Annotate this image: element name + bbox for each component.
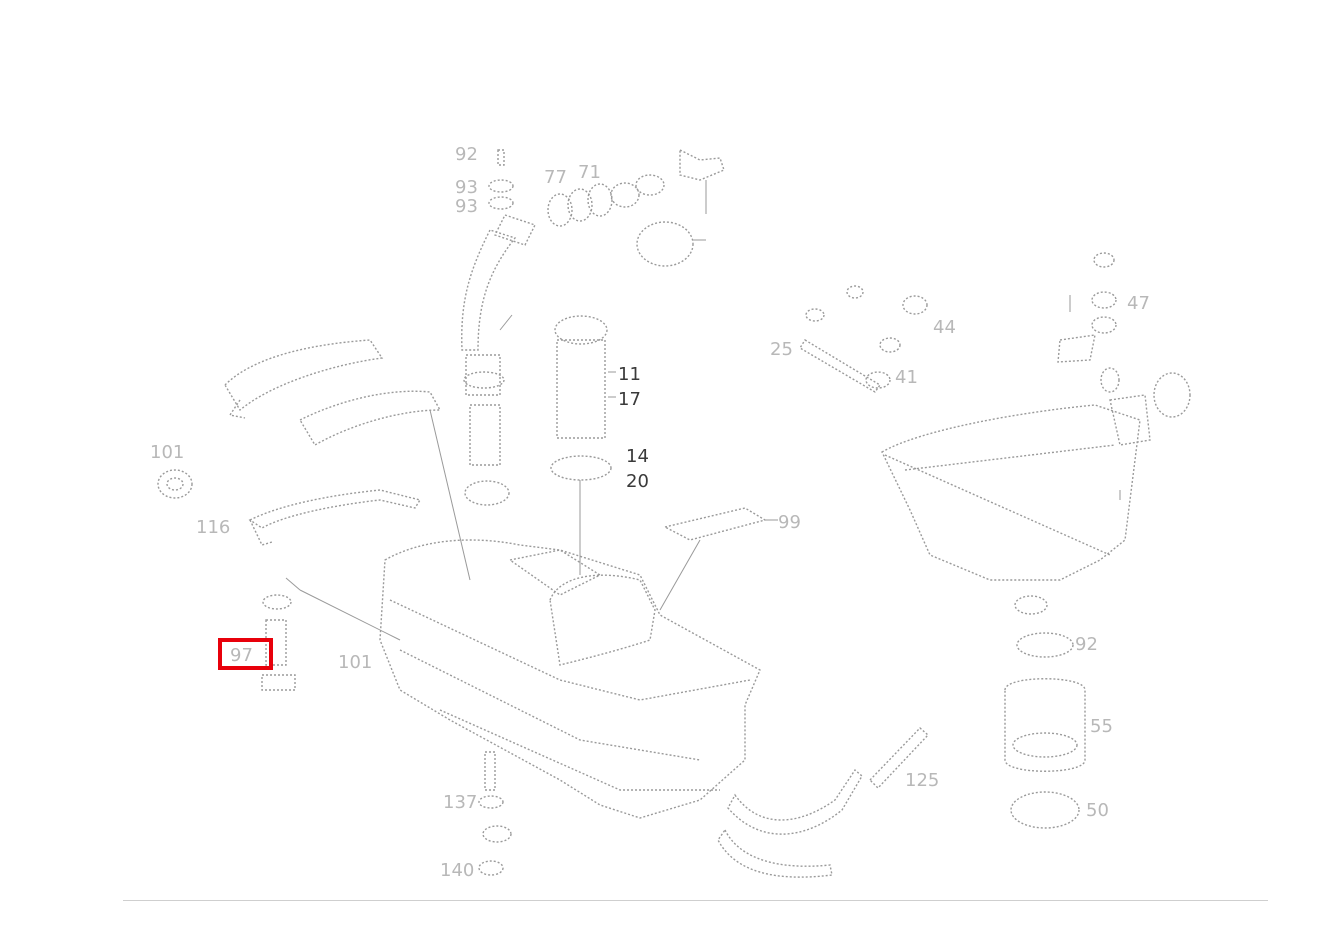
label-14: 14 (626, 446, 649, 467)
highlighted-callout[interactable]: 97 (218, 638, 273, 670)
cover-plate-99[interactable] (659, 507, 778, 611)
label-116: 116 (196, 517, 230, 538)
filler-cap[interactable] (636, 148, 725, 267)
fuel-tank[interactable] (285, 539, 761, 819)
fuel-pump-assembly[interactable] (550, 315, 616, 575)
label-93-second: 93 (455, 196, 478, 217)
label-17: 17 (618, 389, 641, 410)
heat-shields[interactable] (224, 339, 471, 581)
label-47: 47 (1127, 293, 1150, 314)
right-hardware-47[interactable] (1057, 252, 1191, 418)
secondary-tank[interactable] (881, 394, 1151, 581)
label-101-tank: 101 (338, 652, 372, 673)
grommet-101[interactable] (157, 469, 193, 499)
tank-strap-116[interactable] (248, 489, 422, 546)
label-97-highlighted: 97 (230, 645, 253, 666)
bolt-stack-left[interactable] (261, 594, 296, 691)
label-11: 11 (618, 364, 641, 385)
label-125: 125 (905, 770, 939, 791)
label-50: 50 (1086, 800, 1109, 821)
label-25: 25 (770, 339, 793, 360)
label-93-top: 93 (455, 177, 478, 198)
part-labels: 92 93 93 77 71 11 17 14 20 101 116 101 9… (150, 144, 1150, 881)
label-55: 55 (1090, 716, 1113, 737)
hardware-cluster[interactable] (799, 285, 928, 393)
label-20: 20 (626, 471, 649, 492)
filler-neck-hose[interactable] (461, 149, 536, 351)
label-92-top: 92 (455, 144, 478, 165)
bottom-divider (123, 900, 1268, 901)
lower-hose-125[interactable] (717, 727, 930, 878)
vent-hose-stack[interactable] (463, 314, 513, 506)
label-137: 137 (443, 792, 477, 813)
label-101-left: 101 (150, 442, 184, 463)
label-99: 99 (778, 512, 801, 533)
label-44: 44 (933, 317, 956, 338)
label-41: 41 (895, 367, 918, 388)
seal-stack[interactable] (1004, 490, 1121, 829)
label-71: 71 (578, 162, 601, 183)
bolt-stack-bottom[interactable] (478, 751, 512, 876)
label-92-right: 92 (1075, 634, 1098, 655)
label-140: 140 (440, 860, 474, 881)
filler-cap-springs[interactable] (547, 174, 665, 227)
label-77: 77 (544, 167, 567, 188)
